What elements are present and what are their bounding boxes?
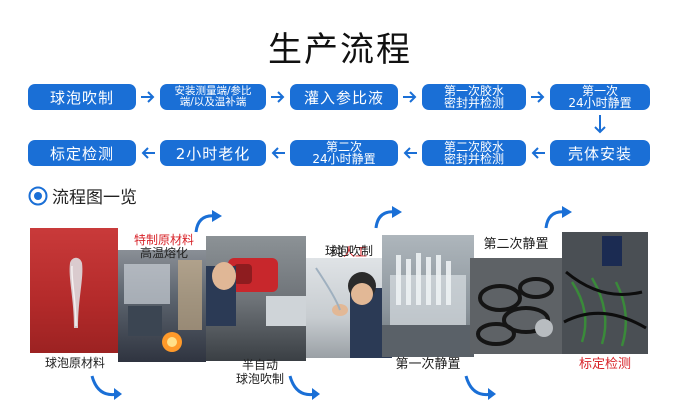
arrow-right-icon	[270, 89, 286, 105]
target-icon	[28, 186, 48, 206]
arrow-right-icon	[530, 89, 546, 105]
step-first-rest: 第一次 24小时静置	[550, 84, 650, 110]
step-fill-reference: 灌入参比液	[290, 84, 398, 110]
step-second-rest: 第二次 24小时静置	[290, 140, 398, 166]
photo-melting	[118, 250, 206, 362]
arrow-down-icon	[592, 114, 608, 136]
step-first-glue: 第一次胶水 密封并检测	[422, 84, 526, 110]
photo-first-rest	[382, 235, 474, 357]
curve-arrow-icon	[192, 210, 226, 236]
curve-arrow-icon	[88, 372, 128, 402]
curve-arrow-icon	[286, 372, 326, 402]
curve-arrow-icon	[542, 206, 576, 232]
step-second-glue: 第二次胶水 密封并检测	[422, 140, 526, 166]
page-title: 生产流程	[0, 22, 680, 71]
label-calibration: 标定检测	[562, 358, 648, 372]
label-second-rest: 第二次静置	[470, 238, 562, 252]
arrow-right-icon	[140, 89, 156, 105]
glass-bulb-icon	[30, 228, 118, 353]
step-bulb-blowing: 球泡吹制	[28, 84, 136, 110]
curve-arrow-icon	[372, 206, 406, 232]
photo-semi-auto	[206, 236, 306, 361]
photo-manual	[306, 258, 392, 358]
arrow-left-icon	[270, 145, 286, 161]
section-title: 流程图一览	[28, 183, 137, 208]
step-install-ends: 安装测量端/参比 端/以及温补端	[160, 84, 266, 110]
label-manual-blowing: 球泡吹制	[306, 244, 392, 258]
step-housing: 壳体安装	[550, 140, 650, 166]
label-first-rest: 第一次静置	[382, 358, 474, 372]
photo-calibration	[562, 232, 648, 354]
arrow-right-icon	[402, 89, 418, 105]
arrow-left-icon	[140, 145, 156, 161]
step-calibration: 标定检测	[28, 140, 136, 166]
section-title-text: 流程图一览	[52, 183, 137, 208]
photo-second-rest	[470, 258, 562, 354]
label-melting: 高温熔化	[118, 246, 210, 260]
arrow-left-icon	[530, 145, 546, 161]
curve-arrow-icon	[462, 372, 502, 402]
arrow-left-icon	[402, 145, 418, 161]
label-raw-material: 球泡原材料	[32, 356, 118, 370]
step-aging: 2小时老化	[160, 140, 266, 166]
photo-raw-material	[30, 228, 118, 353]
